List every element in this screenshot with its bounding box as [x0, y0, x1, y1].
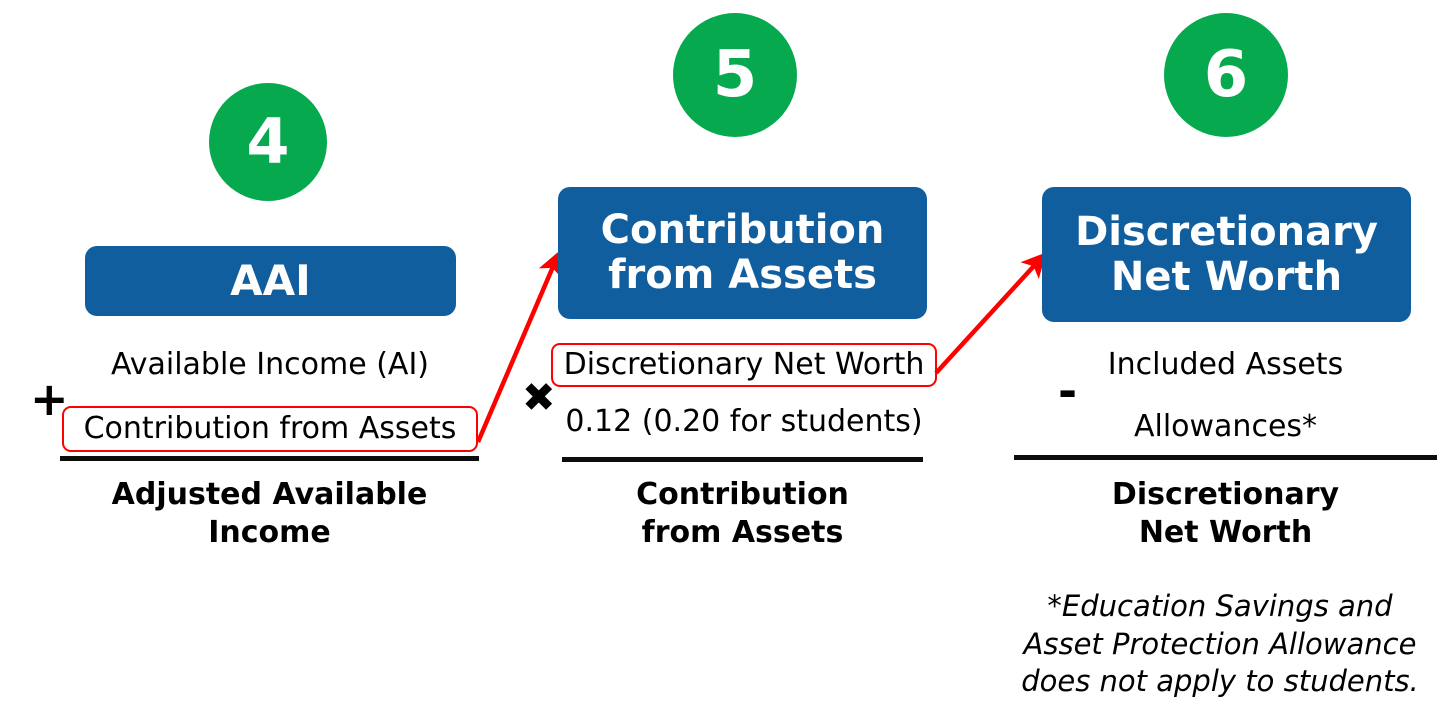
result-box-label-line2: from Assets	[608, 252, 877, 298]
operator-multiply: ✖	[522, 375, 556, 421]
term-allowances: Allowances*	[1133, 409, 1318, 444]
result-label-line2: Net Worth	[1138, 515, 1313, 551]
result-box-label-line2: Net Worth	[1110, 253, 1343, 300]
result-box-contribution-from-assets-label: Contribution from Assets	[601, 208, 885, 298]
term-included-assets: Included Assets	[1107, 347, 1344, 382]
result-label-contribution-from-assets: Contribution from Assets	[552, 476, 933, 553]
result-label-line2: from Assets	[641, 515, 844, 551]
result-box-contribution-from-assets: Contribution from Assets	[558, 187, 927, 319]
step-number-badge-4: 4	[209, 83, 327, 201]
footnote-line1: *Education Savings and	[1047, 589, 1393, 623]
term-contribution-from-assets-highlighted: Contribution from Assets	[62, 406, 478, 452]
result-box-aai-label: AAI	[230, 256, 311, 306]
term-discretionary-net-worth-highlighted: Discretionary Net Worth	[551, 343, 937, 387]
term-available-income: Available Income (AI)	[110, 347, 430, 382]
step-number-badge-5: 5	[673, 13, 797, 137]
result-box-discretionary-net-worth: Discretionary Net Worth	[1042, 187, 1411, 322]
term-assessment-rate: 0.12 (0.20 for students)	[565, 404, 923, 439]
result-label-line1: Adjusted Available	[111, 477, 428, 512]
result-label-discretionary-net-worth: Discretionary Net Worth	[1014, 476, 1437, 553]
result-label-line1: Contribution	[636, 477, 849, 512]
footnote-allowance-note: *Education Savings and Asset Protection …	[1000, 588, 1440, 701]
result-box-discretionary-net-worth-label: Discretionary Net Worth	[1075, 208, 1378, 300]
fraction-bar-step6	[1014, 455, 1437, 460]
step-number-badge-6: 6	[1164, 13, 1288, 137]
fraction-bar-step4	[60, 456, 479, 461]
footnote-line3: does not apply to students.	[1021, 664, 1419, 699]
result-label-line2: Income	[208, 515, 331, 551]
result-label-line1: Discretionary	[1111, 477, 1340, 512]
footnote-line2: Asset Protection Allowance	[1023, 626, 1417, 661]
result-box-label-line1: Contribution	[600, 207, 885, 254]
fraction-bar-step5	[562, 457, 923, 462]
operator-minus: -	[1058, 364, 1078, 418]
result-label-adjusted-available-income: Adjusted Available Income	[60, 476, 479, 553]
result-box-aai: AAI	[85, 246, 456, 316]
result-box-label-line1: Discretionary	[1075, 208, 1378, 255]
